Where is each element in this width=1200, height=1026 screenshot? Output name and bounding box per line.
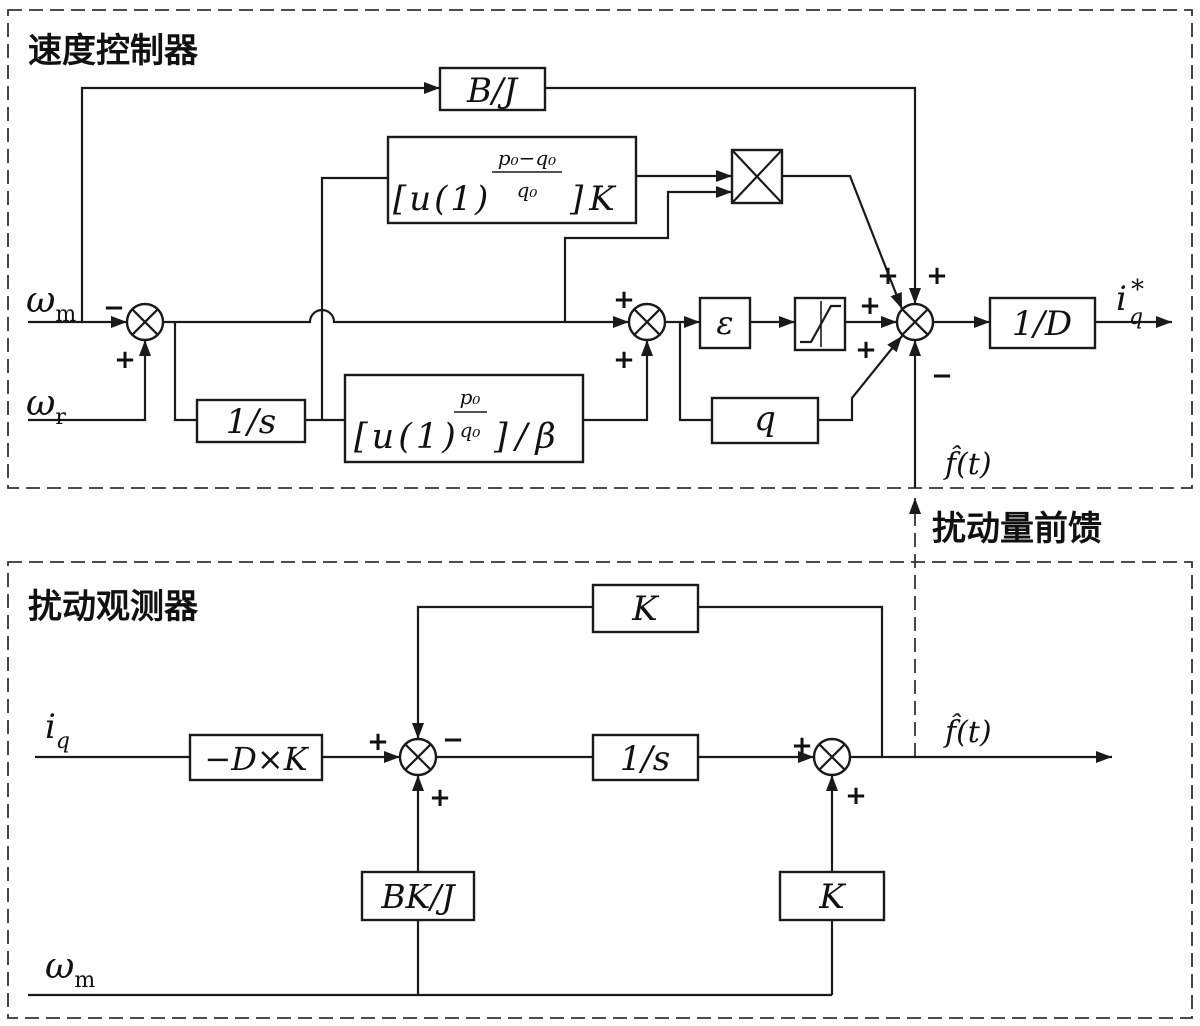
feedforward-label: 扰动量前馈: [932, 509, 1102, 549]
signal-line: [173, 322, 197, 422]
svg-text:[u(1): [u(1): [393, 179, 491, 219]
disturbance-observer-frame: [7, 561, 1193, 1019]
plus-sign: +: [791, 731, 813, 761]
summing-junction-error: [125, 302, 165, 342]
iq-input-label: iq: [45, 707, 70, 754]
svg-text:q: q: [1129, 305, 1143, 330]
plus-sign: +: [877, 261, 899, 291]
omega-m-observer-label: ωm: [45, 946, 95, 993]
speed-controller-label: 速度控制器: [28, 31, 199, 71]
k-input-block: K: [778, 870, 886, 922]
signal-line: [678, 322, 712, 422]
svg-text:K: K: [631, 589, 660, 629]
signal-line: [563, 186, 732, 322]
f-hat-feedback-label: f̂(t): [943, 445, 992, 482]
svg-text:1/D: 1/D: [1012, 304, 1072, 344]
junction-signs: − + + + + + + + − + − + + +: [103, 261, 953, 813]
summing-junction-observer-1: [398, 737, 438, 777]
minus-sign: −: [931, 361, 953, 391]
integrator-block: 1/s: [195, 398, 307, 444]
plus-sign: +: [845, 781, 867, 811]
plus-sign: +: [926, 261, 948, 291]
b-over-j-block: B/J: [438, 66, 547, 112]
signal-line: [320, 176, 388, 420]
minus-sign: −: [103, 293, 125, 323]
iq-reference-output-label: i * q: [1116, 275, 1144, 330]
svg-text:q₀: q₀: [517, 178, 538, 202]
svg-text:1/s: 1/s: [620, 739, 671, 779]
signal-line: [80, 82, 440, 322]
svg-text:q: q: [754, 399, 776, 439]
f-hat-output-label: f̂(t): [943, 713, 992, 750]
plus-sign: +: [859, 291, 881, 321]
summing-junction-output: [895, 302, 935, 342]
omega-m-input-label: ωm: [26, 280, 76, 327]
omega-r-input-label: ωr: [26, 383, 66, 430]
summing-junction-observer-2: [812, 737, 852, 777]
svg-text:p₀−q₀: p₀−q₀: [498, 146, 556, 170]
neg-d-times-k-block: −D×K: [188, 733, 324, 782]
signal-line: [28, 340, 151, 422]
signal-line: [545, 86, 921, 304]
svg-text:]K: ]K: [569, 179, 621, 219]
signal-line: [782, 174, 904, 310]
plus-sign: +: [855, 335, 877, 365]
plus-sign: +: [367, 727, 389, 757]
svg-text:p₀: p₀: [460, 385, 481, 409]
signal-line: [698, 605, 884, 757]
plus-sign: +: [613, 285, 635, 315]
bk-over-j-block: BK/J: [360, 870, 476, 922]
one-over-d-block: 1/D: [988, 296, 1097, 350]
svg-text:[u(1): [u(1): [354, 417, 460, 457]
fractional-power-k-block: [u(1) p₀−q₀ q₀ ]K: [386, 135, 638, 225]
speed-controller-wiring: [28, 82, 1172, 488]
plus-sign: +: [114, 345, 136, 375]
summing-junction-sliding: [627, 302, 667, 342]
observer-wiring: [28, 498, 1112, 997]
minus-sign: −: [442, 725, 464, 755]
svg-text:q₀: q₀: [460, 418, 481, 442]
svg-text:1/s: 1/s: [226, 402, 277, 442]
q-gain-block: q: [710, 396, 820, 445]
fractional-power-beta-block: [u(1) p₀ q₀ ]/β: [343, 373, 585, 464]
svg-text:*: *: [1131, 275, 1144, 305]
signal-line: [412, 605, 593, 739]
observer-integrator-block: 1/s: [591, 733, 700, 782]
svg-text:−D×K: −D×K: [204, 740, 309, 778]
svg-text:BK/J: BK/J: [380, 877, 456, 916]
svg-text:ε: ε: [716, 304, 733, 342]
plus-sign: +: [613, 345, 635, 375]
speed-controller-frame: [7, 9, 1193, 489]
epsilon-block: ε: [698, 296, 752, 350]
signal-line-with-crossover: [163, 308, 629, 328]
plus-sign: +: [429, 783, 451, 813]
svg-text:K: K: [818, 877, 847, 917]
multiplier-block: [730, 148, 784, 205]
saturation-block: [793, 296, 847, 352]
svg-text:B/J: B/J: [466, 71, 519, 111]
signal-line: [583, 340, 653, 422]
svg-text:i: i: [1116, 279, 1127, 319]
disturbance-observer-label: 扰动观测器: [28, 587, 199, 627]
svg-text:]/β: ]/β: [493, 417, 564, 457]
k-feedback-block: K: [591, 583, 700, 634]
signal-line: [818, 335, 903, 422]
